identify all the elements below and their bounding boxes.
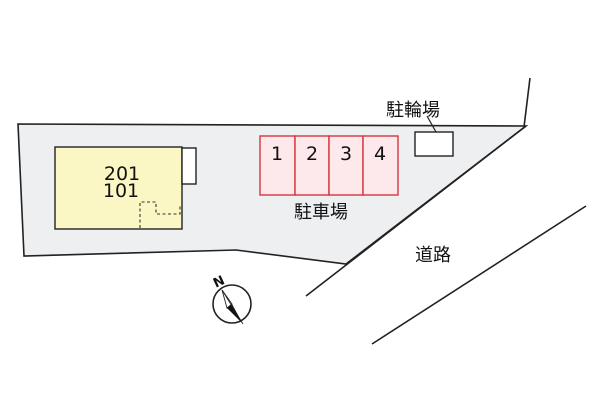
compass-axis — [221, 289, 244, 325]
building-annex — [181, 147, 197, 185]
parking-space-number-1: 1 — [271, 143, 283, 165]
parking-space-number-4: 4 — [374, 143, 386, 165]
building-body — [54, 146, 183, 230]
road-label: 道路 — [415, 245, 451, 266]
compass-needle-south — [227, 304, 243, 324]
parking-space-number-2: 2 — [306, 143, 318, 165]
road-edge-upper — [305, 125, 527, 297]
bicycle-parking-label: 駐輪場 — [386, 100, 440, 121]
entrance-path — [139, 201, 181, 228]
unit-number-101: 101 — [103, 180, 139, 202]
parking-space-4 — [362, 135, 399, 196]
parking-label: 駐車場 — [294, 202, 348, 223]
road-edge-lower — [371, 205, 587, 345]
bicycle-parking-area — [414, 131, 454, 157]
building: 201 101 — [54, 146, 197, 230]
bicycle-parking: 駐輪場 — [386, 100, 454, 157]
parking-lot: 1 2 3 4 駐車場 — [259, 135, 399, 223]
parking-space-1 — [259, 135, 296, 196]
boundary-line — [523, 77, 531, 128]
unit-number-201: 201 — [104, 163, 140, 185]
bicycle-parking-leader — [426, 115, 437, 133]
parking-space-number-3: 3 — [340, 143, 352, 165]
compass: N — [211, 273, 252, 325]
